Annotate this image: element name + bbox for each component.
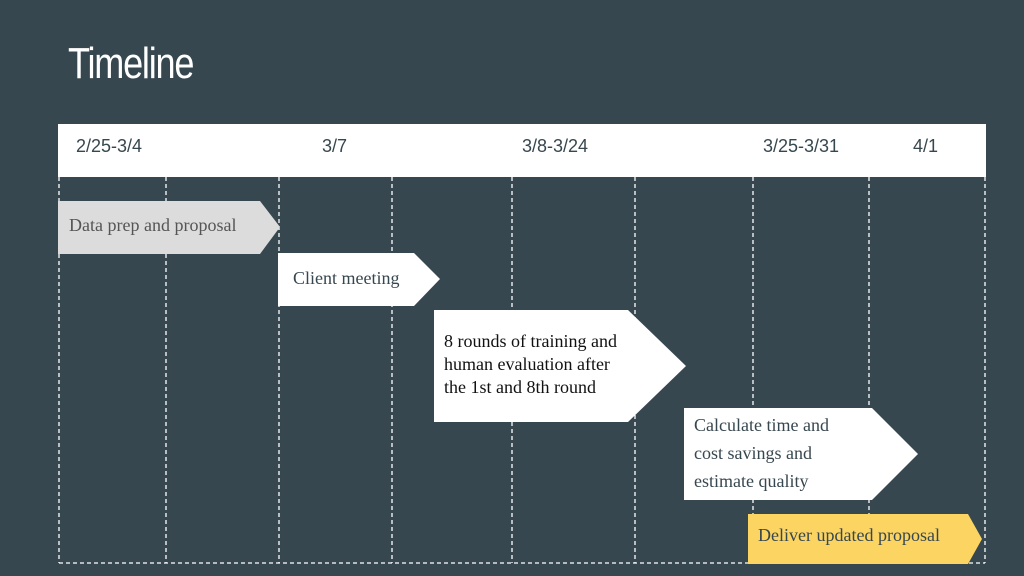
task-label: Deliver updated proposal xyxy=(758,525,940,545)
date-label: 2/25-3/4 xyxy=(76,136,143,156)
task-client-meeting: Client meeting xyxy=(278,253,440,306)
date-header-bar: 2/25-3/4 3/7 3/8-3/24 3/25-3/31 4/1 xyxy=(58,124,986,177)
task-data-prep: Data prep and proposal xyxy=(58,201,280,254)
task-label: Calculate time and cost savings and esti… xyxy=(694,415,829,491)
date-label: 4/1 xyxy=(913,136,939,156)
task-calculate-savings: Calculate time and cost savings and esti… xyxy=(684,408,918,500)
task-training-rounds: 8 rounds of training and human evaluatio… xyxy=(434,310,686,422)
date-label: 3/25-3/31 xyxy=(763,136,840,156)
task-deliver-proposal: Deliver updated proposal xyxy=(748,514,982,564)
date-label: 3/8-3/24 xyxy=(522,136,589,156)
task-label: Data prep and proposal xyxy=(69,215,237,235)
task-label: 8 rounds of training and human evaluatio… xyxy=(444,331,617,397)
slide-title: Timeline xyxy=(68,39,194,88)
task-label: Client meeting xyxy=(293,268,400,288)
date-label: 3/7 xyxy=(322,136,348,156)
